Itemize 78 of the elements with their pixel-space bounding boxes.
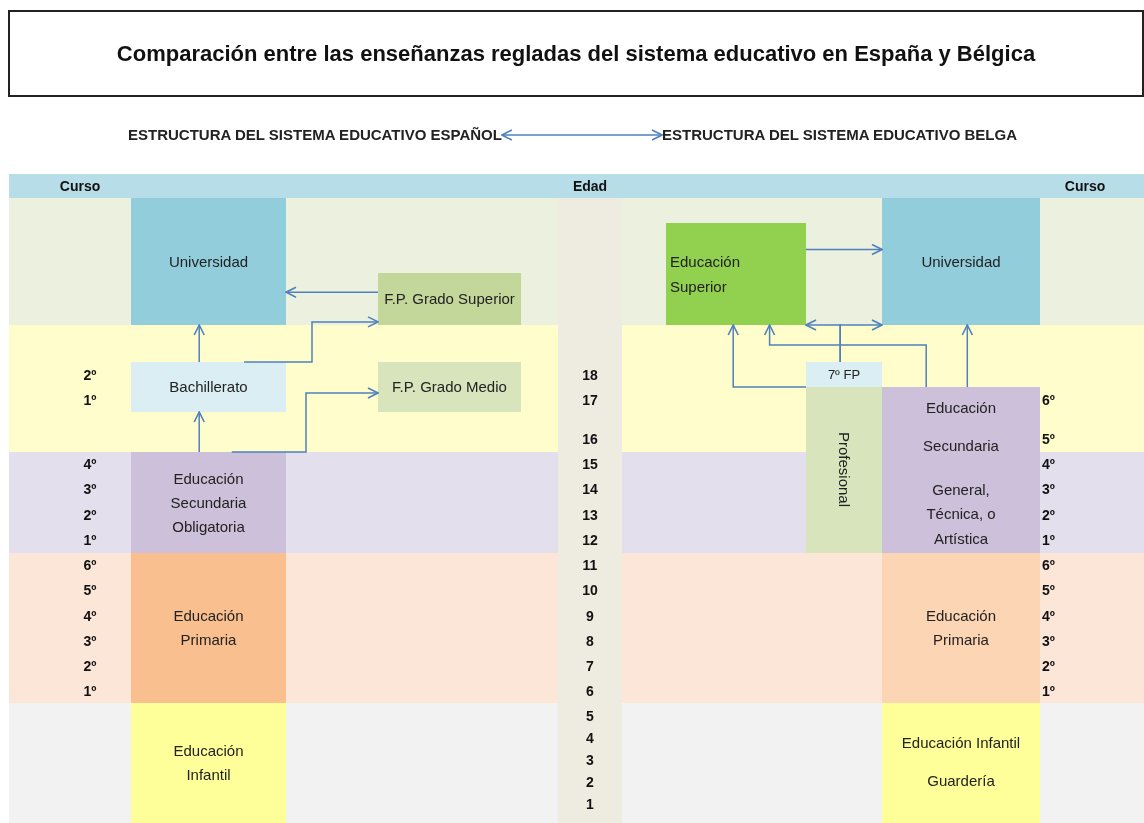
stage-box: Universidad bbox=[882, 198, 1040, 325]
course-label: 5º bbox=[1042, 581, 1056, 599]
box-text: General, Técnica, o Artística bbox=[925, 479, 997, 549]
age-label: 17 bbox=[581, 391, 599, 409]
section-heading: ESTRUCTURA DEL SISTEMA EDUCATIVO ESPAÑOL bbox=[128, 122, 502, 148]
age-label: 9 bbox=[585, 607, 595, 625]
age-label: 3 bbox=[585, 751, 595, 769]
column-header: Edad bbox=[571, 177, 609, 195]
course-label: 4º bbox=[82, 607, 98, 625]
age-label: 4 bbox=[585, 729, 595, 747]
course-label: 1º bbox=[82, 531, 98, 549]
age-label: 8 bbox=[585, 632, 595, 650]
arrow bbox=[727, 324, 807, 388]
age-label: 16 bbox=[581, 430, 599, 448]
vertical-text: Profesional bbox=[835, 432, 854, 508]
age-label: 7 bbox=[585, 657, 595, 675]
arrow bbox=[961, 324, 974, 388]
arrow bbox=[805, 243, 883, 256]
stage-box: Educación Superior bbox=[666, 223, 806, 325]
course-label: 2º bbox=[1042, 657, 1056, 675]
arrow bbox=[243, 316, 379, 363]
box-text: Educación Infantil bbox=[901, 733, 1021, 753]
age-label: 12 bbox=[581, 531, 599, 549]
course-label: 2º bbox=[82, 657, 98, 675]
stage-box bbox=[882, 703, 1040, 823]
stage-box: 7º FP bbox=[806, 362, 882, 387]
age-label: 11 bbox=[581, 556, 599, 574]
course-label: 3º bbox=[82, 632, 98, 650]
arrow bbox=[285, 286, 379, 298]
course-label: 2º bbox=[82, 366, 98, 384]
age-label: 2 bbox=[585, 773, 595, 791]
stage-box: Universidad bbox=[131, 198, 286, 325]
course-label: 1º bbox=[1042, 531, 1056, 549]
age-label: 5 bbox=[585, 707, 595, 725]
stage-box bbox=[806, 387, 882, 553]
stage-box: Educación Secundaria Obligatoria bbox=[131, 452, 286, 553]
course-label: 5º bbox=[82, 581, 98, 599]
course-label: 6º bbox=[82, 556, 98, 574]
age-label: 6 bbox=[585, 682, 595, 700]
stage-box: F.P. Grado Superior bbox=[378, 273, 521, 325]
course-label: 1º bbox=[1042, 682, 1056, 700]
course-label: 6º bbox=[1042, 391, 1056, 409]
column-header: Curso bbox=[58, 177, 102, 195]
title: Comparación entre las enseñanzas regladas del sistema educativo en España y Bélgica bbox=[8, 10, 1144, 97]
course-label: 2º bbox=[1042, 506, 1056, 524]
course-label: 2º bbox=[82, 506, 98, 524]
course-label: 3º bbox=[82, 480, 98, 498]
course-label: 3º bbox=[1042, 480, 1056, 498]
section-heading: ESTRUCTURA DEL SISTEMA EDUCATIVO BELGA bbox=[662, 122, 1017, 148]
course-label: 4º bbox=[1042, 607, 1056, 625]
box-text: Educación Secundaria bbox=[922, 398, 1000, 457]
arrow bbox=[501, 129, 663, 141]
age-label: 15 bbox=[581, 455, 599, 473]
course-label: 4º bbox=[82, 455, 98, 473]
age-label: 18 bbox=[581, 366, 599, 384]
course-label: 1º bbox=[82, 682, 98, 700]
box-text: Guardería bbox=[927, 771, 995, 791]
course-label: 6º bbox=[1042, 556, 1056, 574]
stage-box bbox=[882, 387, 1040, 553]
arrow bbox=[193, 411, 205, 453]
stage-box: Educación Primaria bbox=[882, 553, 1040, 703]
course-label: 5º bbox=[1042, 430, 1056, 448]
age-label: 10 bbox=[581, 581, 599, 599]
arrow bbox=[839, 319, 883, 363]
age-label: 13 bbox=[581, 506, 599, 524]
course-label: 3º bbox=[1042, 632, 1056, 650]
stage-box: F.P. Grado Medio bbox=[378, 362, 521, 412]
arrow bbox=[193, 324, 205, 363]
course-label: 1º bbox=[82, 391, 98, 409]
course-label: 4º bbox=[1042, 455, 1056, 473]
stage-box: Educación Infantil bbox=[131, 703, 286, 823]
arrow bbox=[763, 324, 927, 388]
arrow bbox=[231, 387, 379, 453]
stage-box: Bachillerato bbox=[131, 362, 286, 412]
column-header: Curso bbox=[1063, 177, 1107, 195]
stage-box: Educación Primaria bbox=[131, 553, 286, 703]
age-label: 1 bbox=[585, 795, 595, 813]
age-label: 14 bbox=[581, 480, 599, 498]
